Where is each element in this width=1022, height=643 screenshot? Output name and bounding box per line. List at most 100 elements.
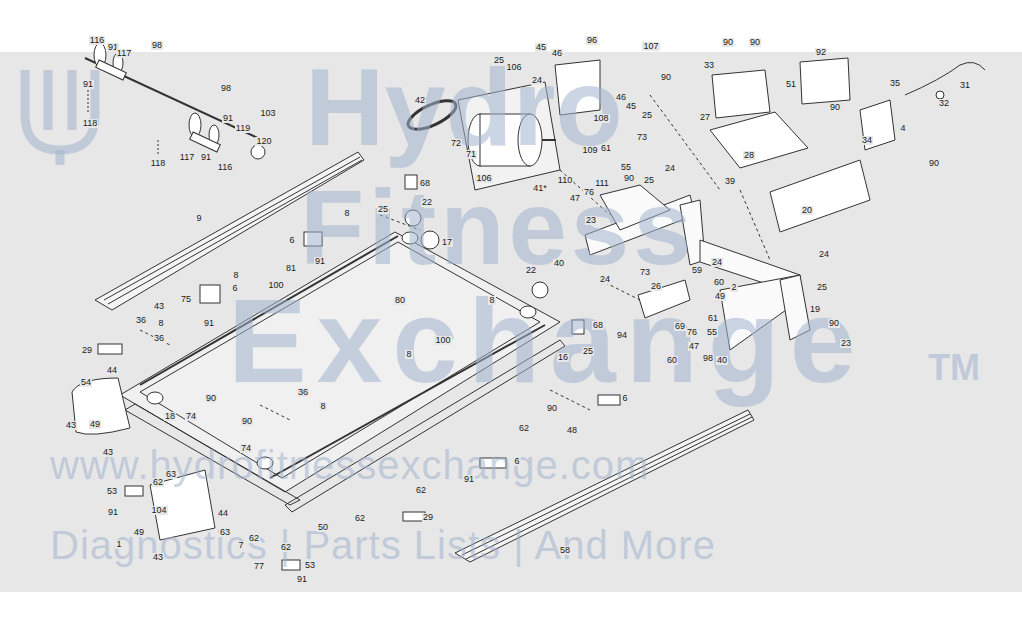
callout-number: 40 (716, 356, 728, 365)
callout-number: 33 (703, 61, 715, 70)
callout-number: 62 (354, 514, 366, 523)
callout-number: 25 (377, 205, 389, 214)
watermark-text: Hydro (305, 52, 623, 162)
callout-number: 117 (179, 153, 195, 162)
callout-number: 43 (153, 302, 165, 311)
callout-number: 43 (65, 421, 77, 430)
callout-number: 24 (531, 76, 543, 85)
callout-number: 108 (592, 114, 609, 123)
callout-number: 25 (643, 176, 655, 185)
callout-number: 62 (248, 534, 260, 543)
callout-number: 49 (714, 292, 726, 301)
callout-number: 16 (557, 353, 569, 362)
callout-number: 100 (267, 281, 284, 290)
callout-number: 91 (107, 508, 119, 517)
callout-number: 49 (133, 528, 145, 537)
callout-number: 9 (195, 214, 202, 223)
callout-number: 91 (314, 257, 326, 266)
callout-number: 51 (785, 80, 797, 89)
callout-number: 116 (217, 163, 233, 172)
callout-number: 28 (743, 151, 755, 160)
callout-number: 90 (828, 319, 840, 328)
callout-number: 90 (928, 159, 940, 168)
callout-number: 6 (288, 236, 295, 245)
callout-number: 24 (664, 164, 676, 173)
watermark-text: Diagnostics | Parts Lists | And More (50, 525, 716, 565)
callout-number: 8 (405, 350, 412, 359)
callout-number: 117 (116, 49, 132, 58)
callout-number: 1 (115, 540, 122, 549)
callout-number: 110 (557, 176, 573, 185)
callout-number: 23 (585, 216, 597, 225)
callout-number: 7 (237, 541, 244, 550)
callout-number: 90 (241, 417, 253, 426)
callout-number: 47 (688, 342, 700, 351)
callout-number: 74 (185, 412, 197, 421)
callout-number: 104 (150, 506, 167, 515)
callout-number: 68 (419, 179, 431, 188)
callout-number: 60 (666, 356, 678, 365)
callout-number: 72 (450, 139, 462, 148)
callout-number: 24 (711, 258, 723, 267)
callout-number: 62 (152, 478, 164, 487)
callout-number: 90 (205, 394, 217, 403)
callout-number: 90 (546, 404, 558, 413)
callout-number: 54 (80, 378, 92, 387)
watermark-text: Fitness (300, 175, 696, 280)
callout-number: 111 (594, 179, 610, 188)
callout-number: 69 (674, 322, 686, 331)
callout-number: 46 (615, 93, 627, 102)
callout-number: 29 (81, 346, 93, 355)
callout-number: 91 (463, 475, 475, 484)
callout-number: 50 (317, 523, 329, 532)
callout-number: 43 (102, 448, 114, 457)
callout-number: 94 (616, 331, 628, 340)
callout-number: 91 (296, 575, 308, 584)
callout-number: 55 (706, 328, 718, 337)
callout-number: 31 (959, 81, 971, 90)
callout-number: 90 (829, 103, 841, 112)
callout-number: 20 (801, 206, 813, 215)
callout-number: 26 (650, 282, 662, 291)
callout-number: 80 (394, 296, 406, 305)
callout-number: 8 (232, 271, 239, 280)
callout-number: 22 (421, 198, 433, 207)
callout-number: 96 (586, 36, 598, 45)
callout-number: 92 (815, 48, 827, 57)
callout-number: 35 (889, 79, 901, 88)
callout-number: 45 (625, 102, 637, 111)
callout-number: 109 (581, 146, 598, 155)
callout-number: 6 (621, 394, 628, 403)
callout-number: 53 (304, 561, 316, 570)
watermark-text: www.hydrofitnessexchange.com (50, 445, 649, 485)
callout-number: 90 (660, 73, 672, 82)
callout-number: 48 (566, 426, 578, 435)
callout-number: 98 (220, 84, 232, 93)
callout-number: 62 (280, 543, 292, 552)
callout-number: 34 (861, 136, 873, 145)
callout-number: 76 (583, 188, 595, 197)
callout-number: 24 (818, 250, 830, 259)
callout-number: 63 (219, 528, 231, 537)
callout-number: 116 (89, 36, 105, 45)
callout-number: 106 (475, 174, 492, 183)
callout-number: 74 (240, 444, 252, 453)
callout-number: 119 (235, 124, 251, 133)
callout-number: 62 (415, 486, 427, 495)
callout-number: 43 (152, 553, 164, 562)
callout-number: 24 (599, 275, 611, 284)
callout-number: 36 (135, 316, 147, 325)
callout-number: 47 (569, 194, 581, 203)
callout-number: 36 (153, 334, 165, 343)
callout-number: 58 (559, 546, 571, 555)
callout-number: 36 (297, 388, 309, 397)
callout-number: 73 (639, 268, 651, 277)
callout-number: 90 (623, 174, 635, 183)
callout-number: 98 (702, 354, 714, 363)
callout-number: 59 (691, 266, 703, 275)
callout-number: 120 (255, 137, 272, 146)
callout-number: 106 (505, 63, 522, 72)
callout-number: 25 (816, 283, 828, 292)
callout-number: 76 (686, 328, 698, 337)
callout-number: 61 (707, 314, 719, 323)
